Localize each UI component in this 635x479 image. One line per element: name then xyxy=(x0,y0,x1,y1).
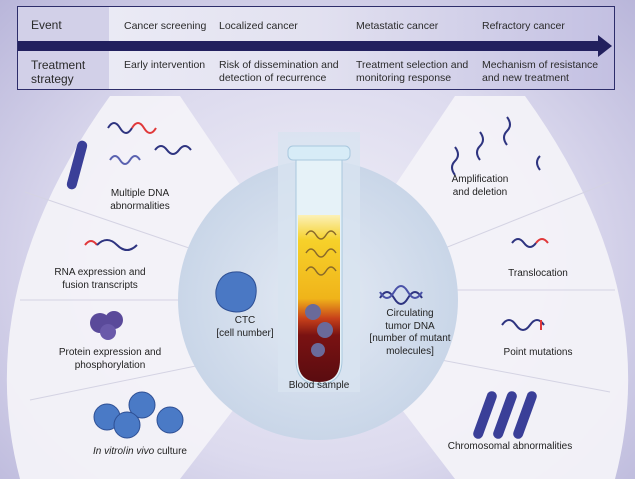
label-line: abnormalities xyxy=(110,200,170,212)
protein-icon xyxy=(90,311,123,340)
label-line: and deletion xyxy=(452,186,508,198)
label-ctc: CTC [cell number] xyxy=(205,315,285,340)
label-line: Protein expression and xyxy=(58,347,162,358)
amplification-icon xyxy=(451,116,541,176)
label-multiple-dna: Multiple DNA abnormalities xyxy=(80,188,200,213)
timeline-arrow xyxy=(18,41,600,51)
chromosomal-abnormalities-icon xyxy=(473,391,537,439)
stage-strategy: Mechanism of resistance xyxy=(482,59,599,71)
stage-event: Metastatic cancer xyxy=(356,20,439,32)
label-sep: / xyxy=(123,446,126,457)
label-protein: Protein expression and phosphorylation xyxy=(45,347,175,372)
label-line: CTC xyxy=(234,315,256,326)
event-row-label: Event xyxy=(31,18,62,32)
label-culture: In vitro/in vivo culture xyxy=(70,446,210,459)
point-mutation-icon xyxy=(501,319,545,331)
label-blood-sample: Blood sample xyxy=(288,380,350,391)
test-tube-icon xyxy=(287,145,351,385)
label-rna: RNA expression and fusion transcripts xyxy=(40,267,160,292)
cell-culture-icon xyxy=(93,391,184,439)
label-line: tumor DNA xyxy=(385,320,435,332)
arrow-head-icon xyxy=(598,35,612,57)
label-line: molecules] xyxy=(386,345,434,357)
label-line: [cell number] xyxy=(216,327,274,339)
label-line: RNA expression and xyxy=(54,267,146,278)
stage-strategy: detection of recurrence xyxy=(219,72,327,84)
treatment-row-label-2: strategy xyxy=(31,72,74,86)
stage-event: Localized cancer xyxy=(219,20,298,32)
multiple-dna-icon xyxy=(107,122,192,165)
treatment-row-label-1: Treatment xyxy=(31,58,86,72)
stage-event: Cancer screening xyxy=(124,20,207,32)
stage-strategy: and new treatment xyxy=(482,72,569,84)
label-amplification: Amplification and deletion xyxy=(420,174,540,199)
ctc-cell-icon xyxy=(215,271,257,313)
divider xyxy=(29,359,226,401)
stage-strategy: monitoring response xyxy=(356,72,452,84)
translocation-icon xyxy=(511,238,549,248)
label-line: Circulating xyxy=(386,308,434,319)
stage-event: Refractory cancer xyxy=(482,20,565,32)
label-ctdna: Circulating tumor DNA [number of mutant … xyxy=(360,308,460,358)
chromosome-icon xyxy=(66,140,88,190)
label-line: phosphorylation xyxy=(74,359,146,371)
label-rest: culture xyxy=(154,446,187,457)
stage-strategy: Early intervention xyxy=(124,59,206,71)
label-italic: in vivo xyxy=(125,446,155,457)
stage-strategy: Treatment selection and xyxy=(356,59,469,71)
label-line: Multiple DNA xyxy=(110,188,170,199)
label-italic: In vitro xyxy=(93,446,124,457)
label-translocation: Translocation xyxy=(508,268,568,279)
label-line: Amplification xyxy=(451,174,509,185)
label-point-mutations: Point mutations xyxy=(503,347,573,358)
rna-icon xyxy=(84,239,138,251)
ctdna-icon xyxy=(379,285,423,305)
stage-strategy: Risk of dissemination and xyxy=(219,59,339,71)
label-chromosomal: Chromosomal abnormalities xyxy=(447,441,573,452)
label-line: [number of mutant xyxy=(369,333,451,344)
label-line: fusion transcripts xyxy=(62,279,138,291)
timeline-header: Event Treatment strategy Cancer screenin… xyxy=(17,6,615,90)
divider xyxy=(419,355,611,393)
